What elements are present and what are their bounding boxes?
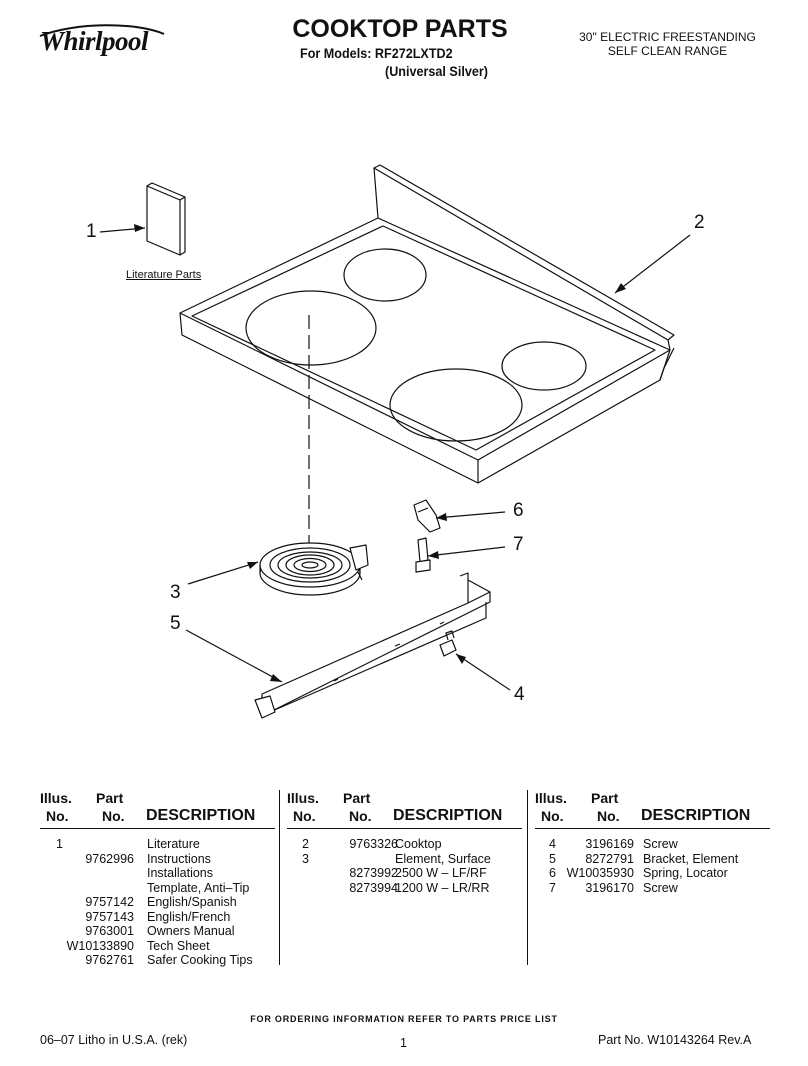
- brand-logo: Whirlpool: [40, 26, 149, 56]
- document-part-number: Part No. W10143264 Rev.A: [598, 1033, 752, 1047]
- spring-locator: [413, 499, 441, 533]
- illus-no-header: No.: [541, 808, 564, 824]
- product-line-2: SELF CLEAN RANGE: [607, 44, 728, 58]
- color-line: (Universal Silver): [385, 63, 488, 79]
- exploded-parts-diagram: [99, 164, 691, 719]
- illus-header: Illus.: [535, 790, 567, 806]
- product-line-1: 30" ELECTRIC FREESTANDING: [579, 30, 756, 44]
- literature-parts-label: Literature Parts: [126, 269, 202, 281]
- column-divider: [279, 790, 280, 965]
- page-number: 1: [400, 1036, 407, 1050]
- part-no-header: No.: [102, 808, 125, 824]
- part-no-header: No.: [349, 808, 372, 824]
- part-header: Part: [591, 790, 619, 806]
- cooktop-panel: [179, 164, 675, 484]
- description-header: DESCRIPTION: [146, 807, 256, 824]
- models-line: For Models: RF272LXTD2: [300, 45, 453, 61]
- product-type: 30" ELECTRIC FREESTANDING SELF CLEAN RAN…: [560, 30, 775, 58]
- screw-7: [415, 537, 431, 573]
- litho-note: 06–07 Litho in U.S.A. (rek): [40, 1033, 188, 1047]
- element-bracket: [254, 572, 491, 719]
- page-title: COOKTOP PARTS: [292, 15, 508, 43]
- surface-element: [259, 542, 369, 596]
- callout-3: 3: [170, 582, 181, 603]
- screw-4: [439, 630, 457, 657]
- callout-5: 5: [170, 613, 181, 634]
- brand-swoosh: [39, 24, 165, 37]
- column-divider: [527, 790, 528, 965]
- ordering-note: FOR ORDERING INFORMATION REFER TO PARTS …: [250, 1014, 558, 1024]
- callout-4: 4: [514, 684, 525, 705]
- illus-header: Illus.: [40, 790, 72, 806]
- part-header: Part: [343, 790, 371, 806]
- table-row: Template, Anti–Tip: [147, 880, 250, 895]
- callout-2: 2: [694, 212, 705, 233]
- callout-6: 6: [513, 500, 524, 521]
- illus-no-header: No.: [293, 808, 316, 824]
- part-no-header: No.: [597, 808, 620, 824]
- illus-no-header: No.: [46, 808, 69, 824]
- part-header: Part: [96, 790, 124, 806]
- literature-booklet: [146, 182, 186, 256]
- table-row: Installations: [147, 866, 214, 880]
- illus-header: Illus.: [287, 790, 319, 806]
- description-header: DESCRIPTION: [641, 807, 751, 824]
- callout-7: 7: [513, 534, 524, 555]
- description-header: DESCRIPTION: [393, 807, 503, 824]
- callout-1: 1: [86, 221, 97, 242]
